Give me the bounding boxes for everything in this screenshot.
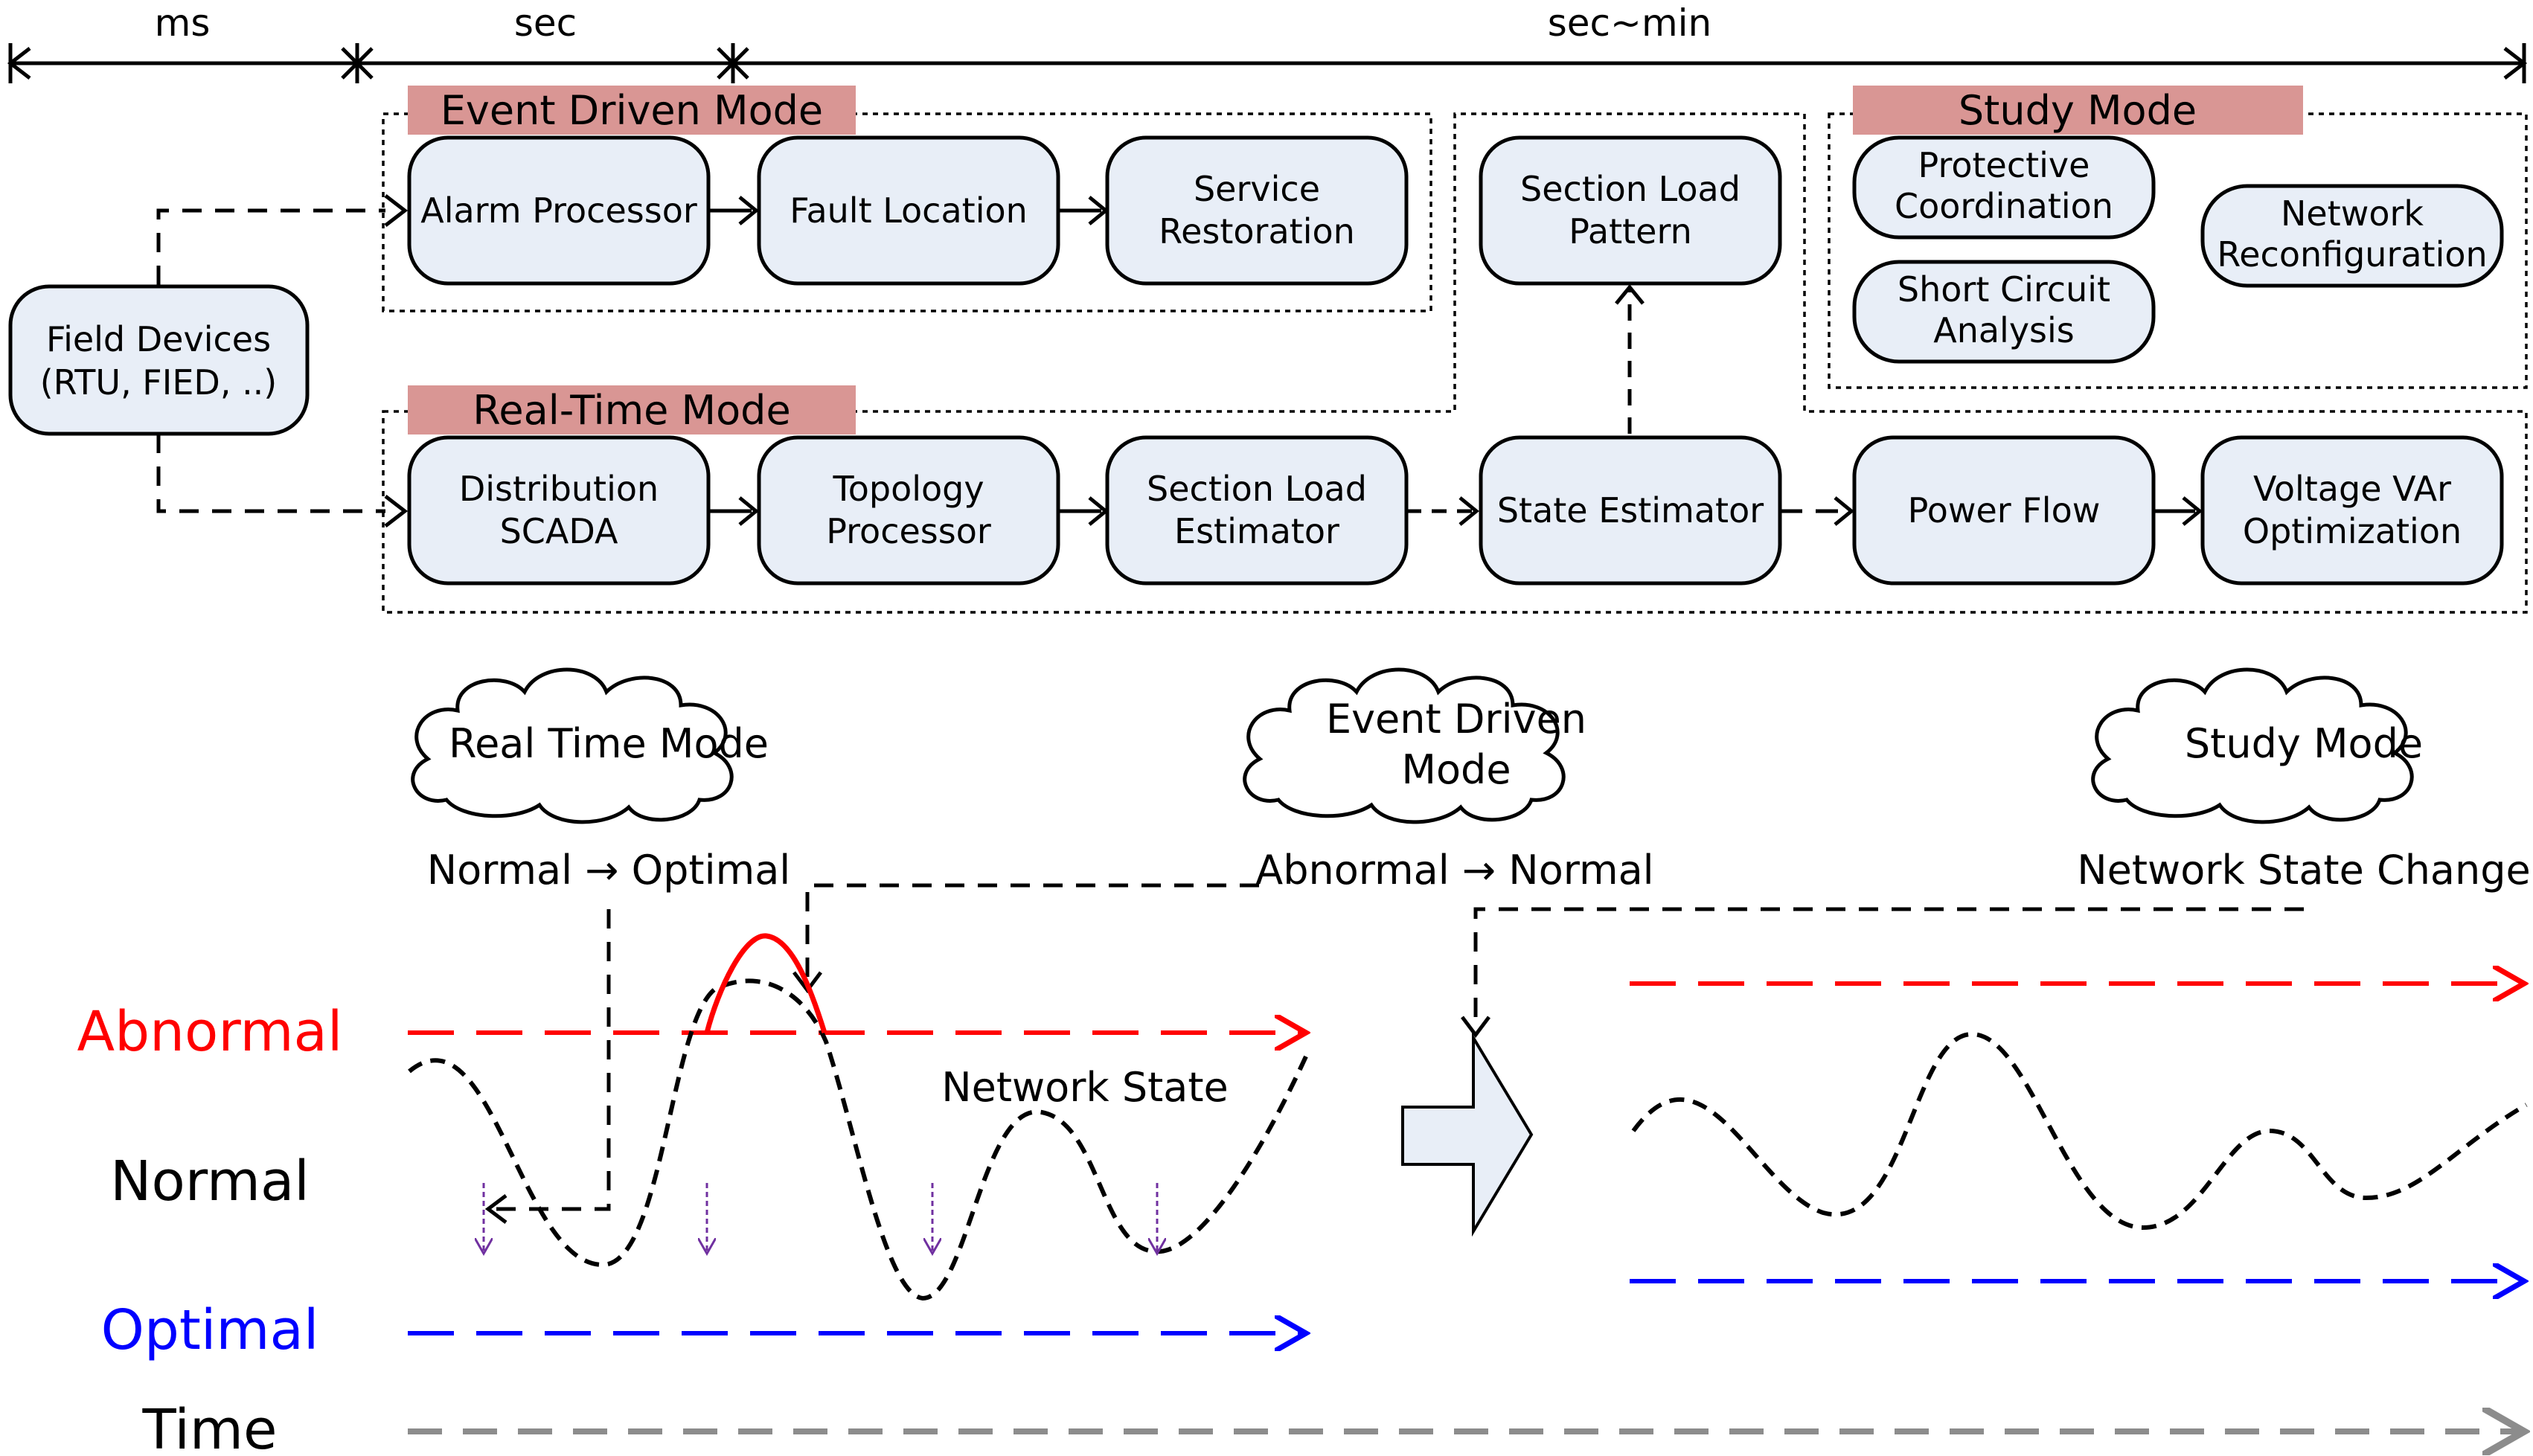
level-normal: Normal: [110, 1149, 310, 1213]
timescale-sec: sec: [514, 1, 577, 45]
svg-text:Optimization: Optimization: [2243, 511, 2462, 551]
svg-text:Event Driven: Event Driven: [1326, 696, 1586, 743]
svg-text:Estimator: Estimator: [1174, 511, 1339, 551]
box-field-devices: Field Devices (RTU, FIED, ..): [8, 284, 310, 436]
svg-text:SCADA: SCADA: [500, 511, 618, 551]
box-protective-coordination: Protective Coordination: [1852, 135, 2156, 240]
box-section-load-estimator: Section Load Estimator: [1105, 435, 1409, 586]
svg-text:Topology: Topology: [832, 469, 984, 509]
box-field-devices-line1: Field Devices: [46, 319, 271, 359]
cloud-event-driven: Event Driven Mode: [1243, 667, 1586, 824]
left-network-state-curve: [408, 978, 1308, 1301]
real-time-region: [382, 112, 2528, 614]
svg-text:Section Load: Section Load: [1520, 169, 1741, 209]
box-state-estimator: State Estimator: [1479, 435, 1782, 586]
box-short-circuit-analysis: Short Circuit Analysis: [1852, 260, 2156, 364]
transition-abnormal-normal: Abnormal → Normal: [1255, 847, 1653, 894]
svg-text:Event Driven Mode: Event Driven Mode: [441, 87, 823, 134]
left-state-panel: Network State: [408, 933, 1308, 1333]
box-service-restoration: Service Restoration: [1105, 135, 1409, 286]
svg-text:Section Load: Section Load: [1147, 469, 1367, 509]
timescale-ms: ms: [155, 1, 211, 45]
box-alarm-processor: Alarm Processor: [407, 135, 711, 286]
svg-text:Study Mode: Study Mode: [1959, 87, 2197, 134]
tag-real-time: Real-Time Mode: [408, 385, 856, 434]
transition-network-change: Network State Change: [2077, 847, 2530, 894]
svg-text:Real-Time Mode: Real-Time Mode: [473, 387, 790, 434]
svg-text:Power Flow: Power Flow: [1908, 490, 2101, 530]
level-abnormal: Abnormal: [77, 1000, 343, 1064]
cloud-study: Study Mode: [2091, 667, 2423, 824]
right-network-state-curve: [1631, 1031, 2528, 1231]
svg-text:Protective: Protective: [1918, 145, 2090, 185]
block-arrow: [1401, 1032, 1534, 1237]
tag-event-driven: Event Driven Mode: [408, 86, 856, 135]
svg-text:Short Circuit: Short Circuit: [1898, 269, 2110, 310]
svg-text:Pattern: Pattern: [1569, 211, 1692, 251]
timescale: ms sec sec~min: [7, 1, 2528, 83]
box-fault-location: Fault Location: [757, 135, 1060, 286]
level-optimal: Optimal: [101, 1298, 319, 1362]
svg-text:Study Mode: Study Mode: [2185, 720, 2423, 767]
cloud-real-time: Real Time Mode: [411, 667, 769, 824]
svg-text:Analysis: Analysis: [1933, 310, 2075, 350]
svg-text:Distribution: Distribution: [459, 469, 659, 509]
svg-text:Real Time Mode: Real Time Mode: [449, 720, 769, 767]
correction-markers: [484, 1183, 1157, 1254]
timescale-secmin: sec~min: [1548, 1, 1711, 45]
svg-text:Reconfiguration: Reconfiguration: [2217, 234, 2487, 275]
box-topology-processor: Topology Processor: [757, 435, 1060, 586]
event-driven-region: [382, 112, 1432, 312]
box-network-reconfiguration: Network Reconfiguration: [2200, 184, 2504, 288]
tag-study: Study Mode: [1853, 86, 2303, 135]
box-field-devices-line2: (RTU, FIED, ..): [40, 362, 278, 403]
box-voltage-var-optimization: Voltage VAr Optimization: [2200, 435, 2504, 586]
level-time: Time: [141, 1398, 277, 1456]
transition-normal-optimal: Normal → Optimal: [427, 847, 791, 894]
box-section-load-pattern: Section Load Pattern: [1479, 135, 1782, 286]
svg-text:Alarm Processor: Alarm Processor: [420, 190, 697, 231]
left-abnormal-peak: [704, 933, 827, 1034]
right-state-panel: [1630, 984, 2526, 1281]
box-power-flow: Power Flow: [1852, 435, 2156, 586]
svg-text:Mode: Mode: [1401, 746, 1511, 793]
svg-text:Processor: Processor: [826, 511, 991, 551]
svg-text:State Estimator: State Estimator: [1497, 490, 1764, 530]
svg-text:Voltage VAr: Voltage VAr: [2253, 469, 2451, 509]
svg-text:Restoration: Restoration: [1159, 211, 1355, 251]
svg-text:Fault Location: Fault Location: [790, 190, 1028, 231]
svg-text:Network: Network: [2281, 193, 2424, 234]
bottom-connectors: [484, 883, 2304, 1224]
svg-text:Coordination: Coordination: [1895, 186, 2113, 226]
svg-text:Service: Service: [1194, 169, 1320, 209]
box-distribution-scada: Distribution SCADA: [407, 435, 711, 586]
network-state-label: Network State: [941, 1064, 1229, 1111]
